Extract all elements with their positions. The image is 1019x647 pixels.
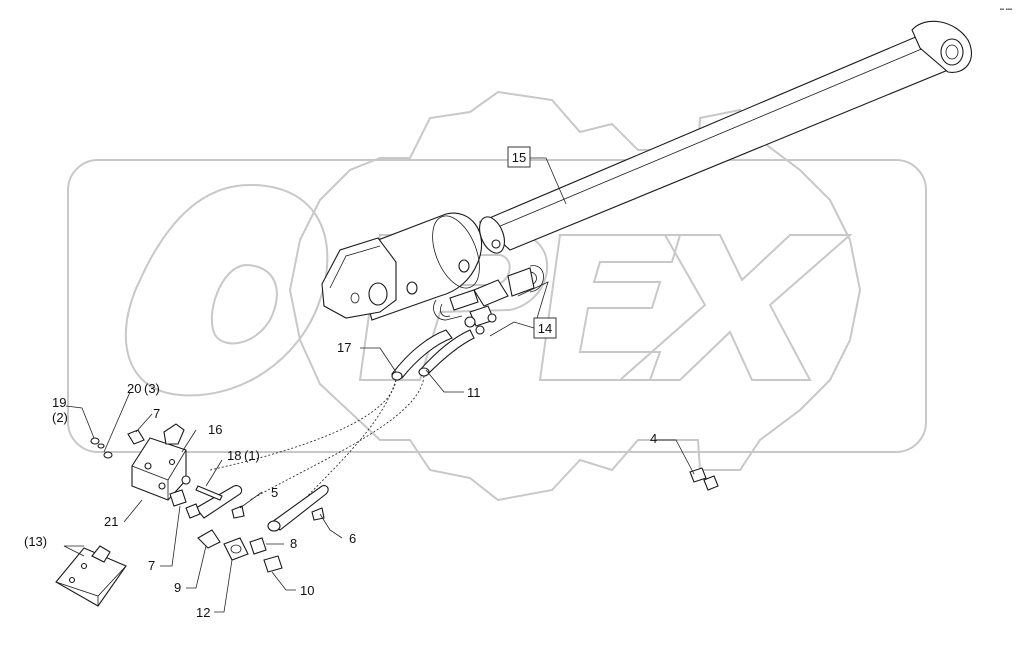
- fitting-19: [90, 437, 100, 445]
- base-clevis-bore: [368, 282, 388, 306]
- callout-15: 15: [512, 150, 526, 165]
- watermark-gear: [288, 90, 862, 502]
- hydraulic-cylinder: [321, 20, 973, 321]
- tube-valve-assembly: [433, 265, 544, 335]
- callout-18: 18: [227, 448, 241, 463]
- callout-18-qty: (1): [244, 448, 260, 463]
- valve-block-14: [473, 279, 509, 307]
- corner-mark: ▪▪ ▪▪▪: [1000, 7, 1012, 13]
- fittings: [90, 429, 719, 573]
- barrel-port-b: [458, 259, 470, 273]
- callout-labels: 15 14 17 11 19 (2) 20 (3) 7 16 18 (1) 4 …: [24, 146, 657, 620]
- rod-eye-bore: [940, 38, 964, 66]
- callout-8: 8: [290, 536, 297, 551]
- elbow-9: [197, 529, 221, 549]
- callout-19-qty: (2): [52, 410, 68, 425]
- callout-9: 9: [174, 580, 181, 595]
- watermark-letter-x: [617, 234, 853, 381]
- callout-4: 4: [650, 431, 657, 446]
- solenoid-13: [55, 545, 127, 607]
- fitting-8: [249, 537, 267, 555]
- hose-6: [271, 485, 329, 531]
- barrel-port-a: [406, 281, 418, 295]
- hose-11-upper: [419, 329, 475, 375]
- piston-rod: [479, 35, 949, 251]
- hose-assemblies: [195, 329, 475, 532]
- callout-11: 11: [467, 385, 481, 400]
- valve-spool-stem: [163, 423, 185, 445]
- fitting-7-lower-b: [185, 503, 201, 519]
- fitting-6: [311, 507, 325, 521]
- callout-box-14: [533, 317, 557, 339]
- callout-13: (13): [24, 534, 47, 549]
- callout-6: 6: [349, 531, 356, 546]
- cylinder-base-clevis: [321, 237, 397, 319]
- hose-5: [195, 485, 243, 519]
- fitting-12: [223, 537, 249, 561]
- callout-7-lower: 7: [148, 558, 155, 573]
- callout-12: 12: [196, 605, 210, 620]
- callout-19: 19: [52, 395, 66, 410]
- watermark-letter-o: [124, 183, 329, 397]
- watermark-letter-e: [538, 234, 682, 381]
- fitting-5: [231, 505, 245, 519]
- hose-17-upper: [391, 329, 453, 379]
- fitting-10: [263, 555, 283, 573]
- fitting-20: [103, 451, 113, 459]
- bolt-18: [195, 485, 223, 501]
- callout-7-top: 7: [153, 406, 160, 421]
- callout-21: 21: [104, 514, 118, 529]
- barrel-port-top: [491, 239, 501, 249]
- control-valve-block: [131, 423, 187, 501]
- callout-20-qty: (3): [144, 381, 160, 396]
- watermark-backplate: [67, 159, 927, 453]
- callout-box-15: [507, 146, 531, 168]
- callout-20: 20: [127, 381, 141, 396]
- fitting-7-lower: [169, 489, 187, 507]
- callout-16: 16: [208, 422, 222, 437]
- callout-14: 14: [538, 321, 552, 336]
- callout-17: 17: [337, 340, 351, 355]
- fitting-7-top: [127, 429, 145, 445]
- fitting-4: [689, 467, 707, 483]
- leader-lines: [63, 157, 695, 613]
- callout-10: 10: [300, 583, 314, 598]
- callout-5: 5: [271, 485, 278, 500]
